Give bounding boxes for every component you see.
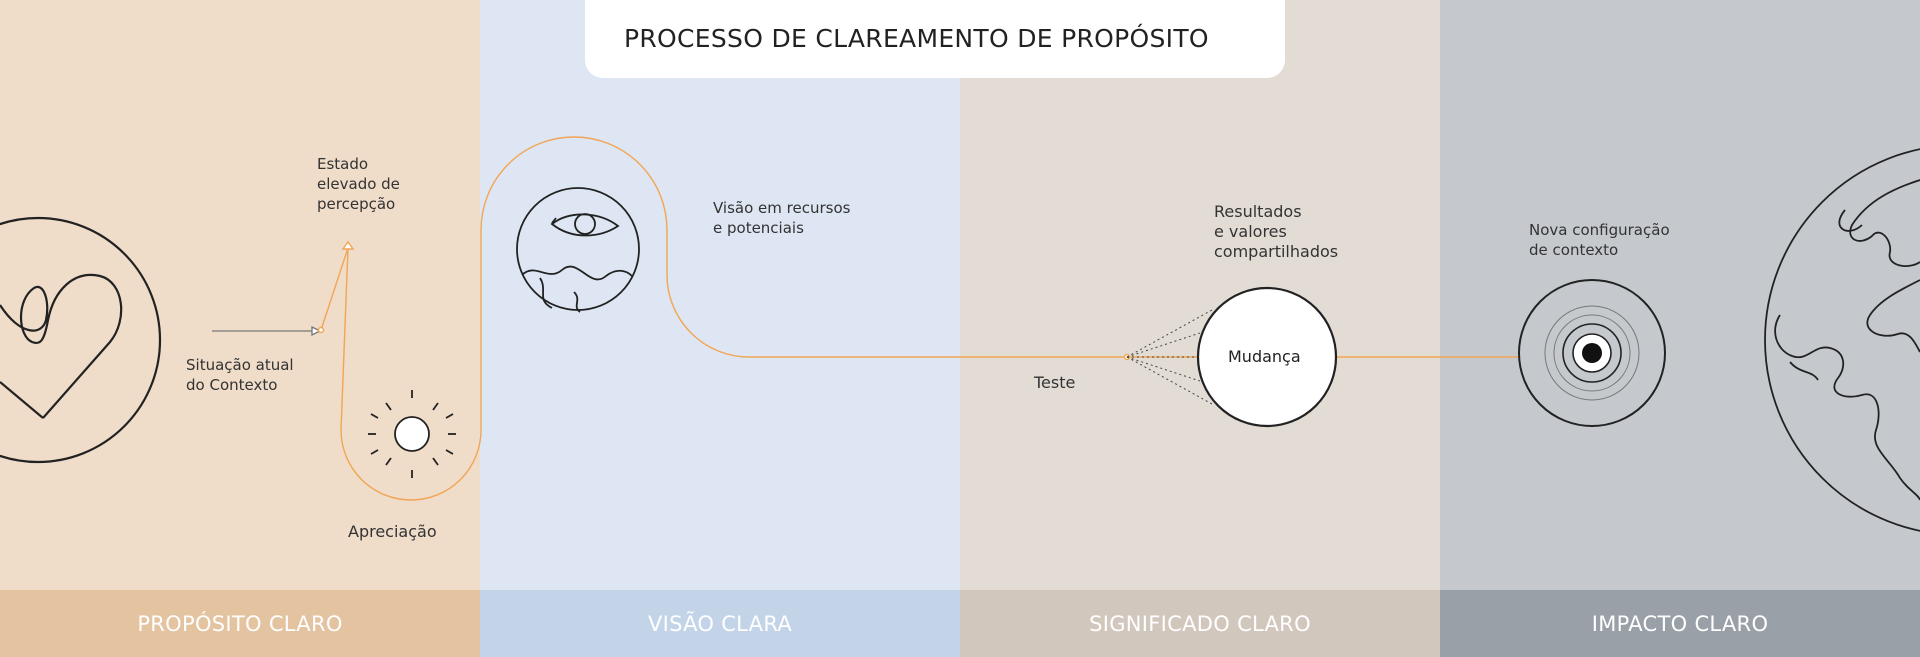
globe-icon [1764,148,1920,532]
label-nova: Nova configuração de contexto [1529,220,1670,260]
label-teste: Teste [1034,373,1075,393]
eye-landscape-icon [516,187,640,313]
column-impacto [1440,0,1920,590]
phase-band-impacto: IMPACTO CLARO [1440,590,1920,657]
label-estado: Estado elevado de percepção [317,154,400,214]
label-situacao: Situação atual do Contexto [186,355,294,395]
sun-icon [368,390,456,478]
phase-band-significado: SIGNIFICADO CLARO [960,590,1440,657]
label-line: Visão em recursos [713,199,851,217]
context-arrow [212,325,322,337]
label-resultados: Resultados e valores compartilhados [1214,202,1338,262]
page-title: PROCESSO DE CLAREAMENTO DE PROPÓSITO [585,0,1285,78]
label-line: compartilhados [1214,242,1339,261]
label-line: do Contexto [186,376,278,394]
process-drawing [0,136,1920,532]
label-line: Nova configuração [1529,221,1670,239]
label-line: elevado de [317,175,400,193]
test-rays [1126,309,1213,405]
label-line: Resultados [1214,202,1302,221]
orange-process-path [317,136,1520,501]
label-line: percepção [317,195,396,213]
phase-band-visao: VISÃO CLARA [480,590,960,657]
column-significado [960,0,1440,590]
heart-circle-icon [0,216,162,464]
label-mudanca: Mudança [1228,347,1301,366]
label-line: Apreciação [348,522,437,541]
phase-band-proposito: PROPÓSITO CLARO [0,590,480,657]
label-visao: Visão em recursos e potenciais [713,198,850,238]
label-line: Teste [1034,373,1076,392]
label-apreciacao: Apreciação [348,522,437,542]
label-line: e valores [1214,222,1287,241]
label-line: de contexto [1529,241,1619,259]
column-proposito [0,0,480,590]
label-line: e potenciais [713,219,804,237]
target-icon [1518,279,1666,427]
mudanca-circle [1196,286,1338,428]
label-line: Estado [317,155,369,173]
label-line: Situação atual [186,356,294,374]
